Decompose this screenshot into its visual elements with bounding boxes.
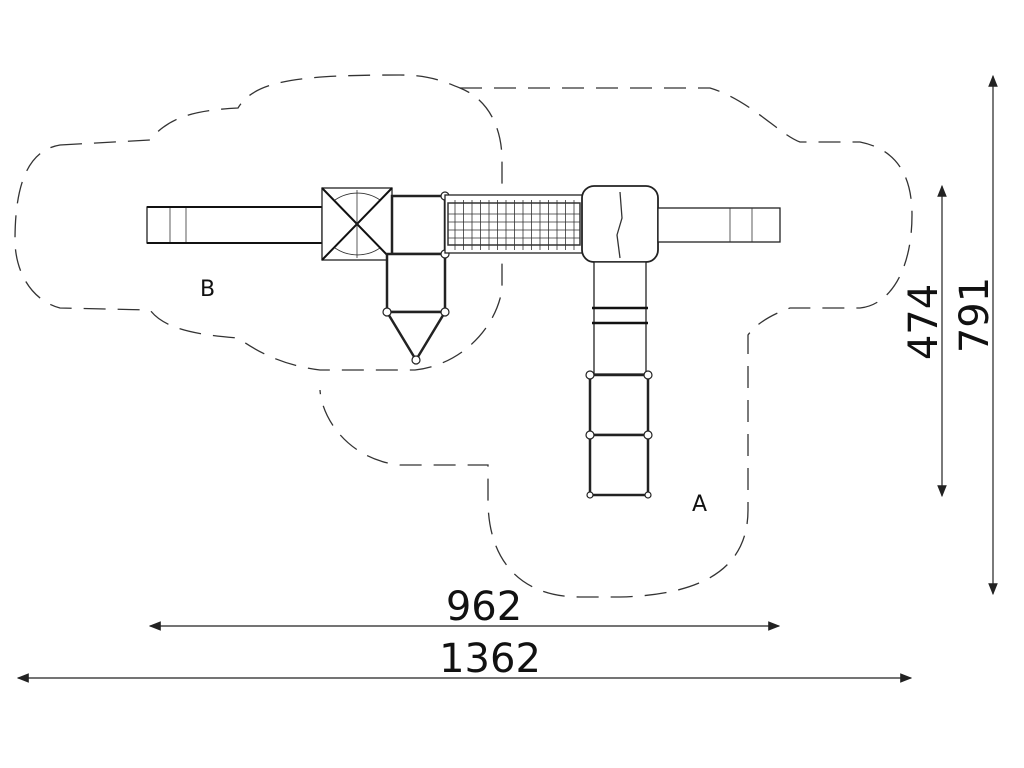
left-slide	[146, 206, 323, 244]
zone-label-a: A	[692, 492, 707, 517]
roof-tower	[321, 187, 393, 261]
safety-zone-a-outline	[319, 87, 913, 598]
platform-upper	[390, 194, 447, 256]
platform-lower	[385, 252, 447, 314]
dimension-label-equipment-depth: 474	[901, 284, 947, 360]
net-bridge	[444, 194, 584, 254]
dimension-label-total-depth: 791	[952, 277, 998, 353]
right-slide	[657, 207, 781, 243]
zone-label-b: B	[200, 277, 215, 302]
vertical-bridge	[585, 261, 653, 499]
dimension-label-equipment-width: 962	[446, 584, 522, 630]
triangle-panel	[384, 310, 448, 363]
safety-zone-b-outline	[14, 74, 503, 371]
dimension-label-total-width: 1362	[439, 636, 541, 682]
